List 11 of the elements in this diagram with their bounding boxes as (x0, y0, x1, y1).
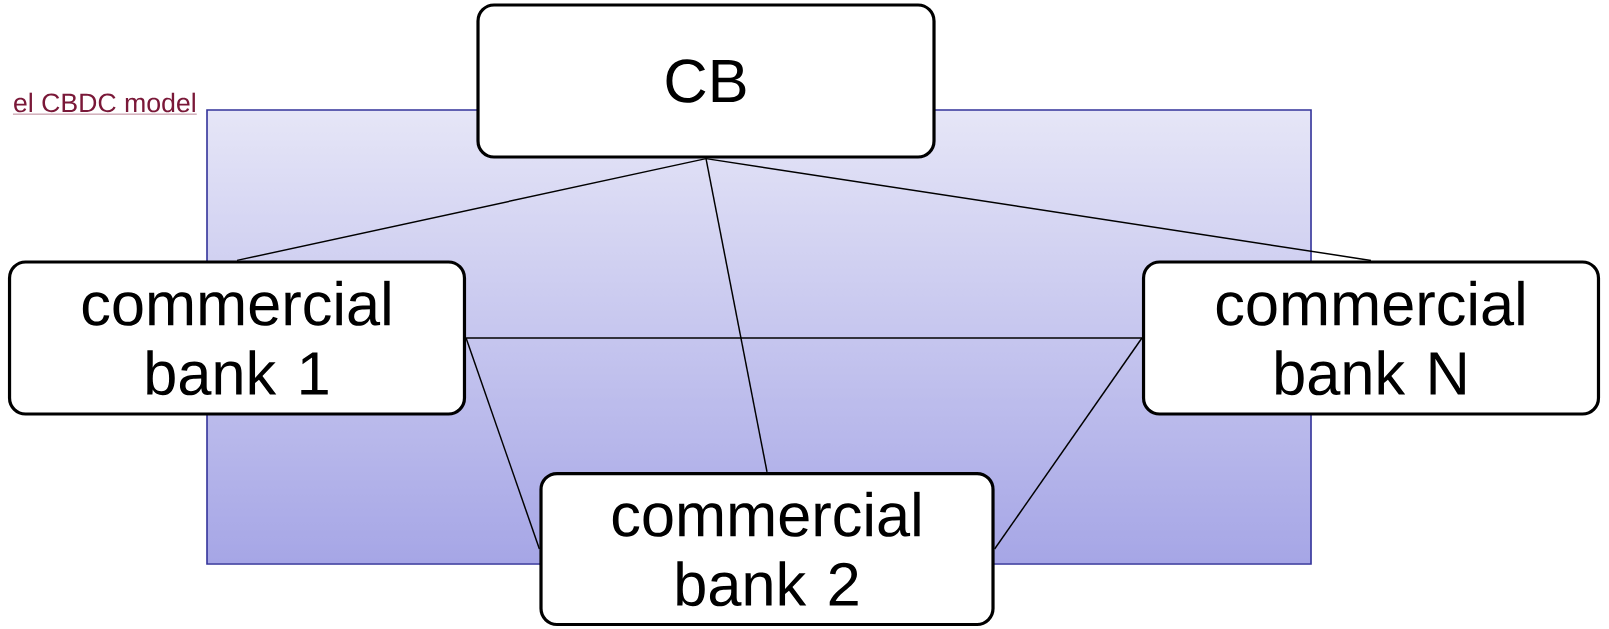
bank-box: CB (476, 3, 936, 159)
connector-line (993, 337, 1143, 550)
connector-line (465, 337, 1143, 339)
connector-line (705, 157, 768, 473)
bank-box: commercial bank 2 (539, 471, 995, 627)
bank-box: commercial bank N (1141, 260, 1601, 416)
link-text: el CBDC model (12, 92, 197, 115)
connector-line (705, 157, 1372, 262)
connector-line (236, 157, 707, 262)
connector-line (465, 337, 541, 550)
bank-box: commercial bank 1 (7, 260, 467, 416)
